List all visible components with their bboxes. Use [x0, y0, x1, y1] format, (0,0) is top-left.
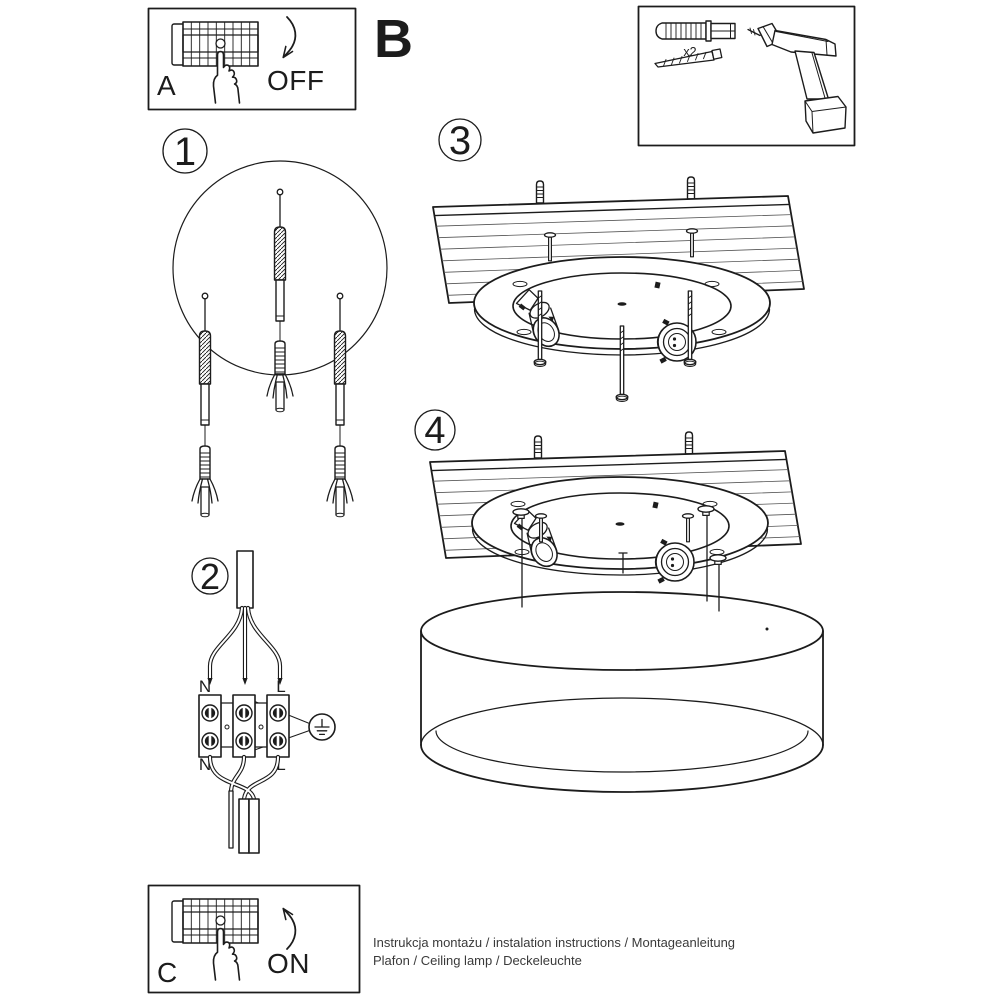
stud-icon — [535, 180, 545, 204]
section-a-label: A — [157, 70, 176, 101]
off-label: OFF — [267, 65, 325, 96]
mounting-base-icon — [471, 476, 769, 585]
wall-plug-icon — [655, 20, 736, 42]
terminal-screws — [201, 704, 287, 750]
power-off-box: A OFF — [147, 7, 357, 111]
wall-plug-icon — [191, 445, 219, 518]
screw-icon — [273, 188, 287, 322]
stud-icon — [686, 176, 696, 200]
on-label: ON — [267, 948, 310, 979]
screw-icon — [198, 292, 212, 426]
step-2-badge — [191, 557, 229, 595]
terminal-block-icon — [198, 694, 310, 758]
step-1-badge — [162, 128, 208, 174]
label-n-top: N — [199, 677, 211, 696]
shade-hanging-lines — [521, 512, 720, 612]
label-l-top: L — [276, 677, 285, 696]
footer-line-1: Instrukcja montażu / instalation instruc… — [373, 935, 735, 950]
wall-plug-icon — [326, 445, 354, 518]
output-wires-icon — [207, 754, 281, 854]
section-b-label: B — [374, 9, 413, 69]
step-1-number: 1 — [174, 130, 196, 174]
screw-icon — [333, 292, 347, 426]
step-3-number: 3 — [449, 119, 471, 163]
arrow-down-icon — [282, 16, 297, 59]
drum-shade-icon — [420, 591, 824, 793]
step-2: 2 — [191, 550, 336, 854]
earth-ground-icon — [308, 713, 336, 741]
label-l-bottom: L — [276, 755, 285, 774]
step-4-number: 4 — [424, 410, 445, 452]
magnifier-circle — [172, 160, 388, 376]
wall-plug-icon — [266, 340, 294, 413]
drill-icon — [747, 22, 847, 134]
mains-cable-icon — [207, 550, 283, 685]
step-4-badge — [414, 409, 456, 451]
stud-icon — [533, 435, 543, 459]
stud-icon — [684, 431, 694, 455]
step-2-number: 2 — [200, 556, 220, 597]
power-on-box: C ON — [147, 884, 361, 994]
step-1: 1 — [162, 128, 388, 518]
section-c-label: C — [157, 957, 178, 988]
step-3: 3 — [432, 118, 805, 403]
footer-line-2: Plafon / Ceiling lamp / Deckeleuchte — [373, 953, 582, 968]
tools-box: x2 — [637, 5, 856, 147]
footer: Instrukcja montażu / instalation instruc… — [373, 935, 735, 968]
step-3-badge — [438, 118, 482, 162]
thumb-screw-icon — [709, 554, 727, 566]
arrow-up-icon — [282, 907, 297, 950]
step-4: 4 — [414, 409, 824, 793]
screw-icon — [654, 48, 723, 68]
